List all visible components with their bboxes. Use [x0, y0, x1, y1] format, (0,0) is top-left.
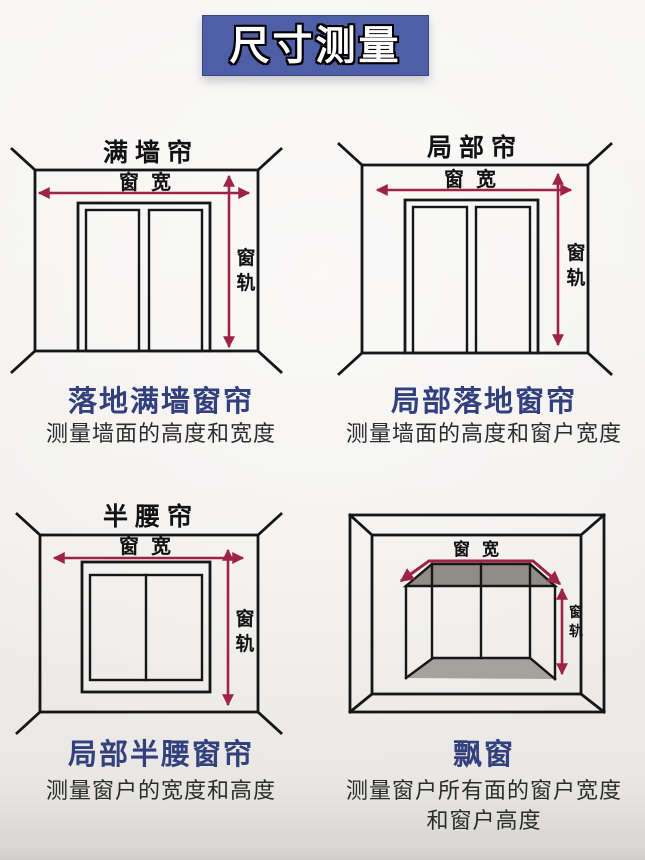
svg-text:窗: 窗 [569, 604, 583, 621]
bay-window [402, 562, 559, 681]
track-label: 窗 轨 [566, 241, 585, 289]
description-bay-window-line1: 测量窗户所有面的窗户宽度 [345, 778, 622, 803]
svg-text:窗: 窗 [235, 607, 254, 630]
description-bay-window-line2: 和窗户高度 [426, 808, 542, 833]
track-label: 窗 轨 [569, 604, 583, 640]
frame-outer [348, 513, 606, 714]
door-panel-left [411, 205, 469, 355]
width-arrow [399, 559, 562, 586]
svg-text:轨: 轨 [569, 623, 583, 640]
width-label: 窗宽 [444, 167, 508, 191]
title-banner: 尺寸测量 [202, 15, 429, 76]
heading-half-waist: 局部半腰窗帘 [67, 739, 254, 771]
page-title: 尺寸测量 [229, 23, 402, 68]
diagram-full-wall-curtain: 满墙帘 窗宽 窗 轨 [10, 138, 283, 374]
width-label: 窗宽 [119, 170, 183, 194]
svg-text:轨: 轨 [235, 632, 254, 655]
svg-text:窗: 窗 [236, 246, 255, 269]
description-partial: 测量墙面的高度和窗户宽度 [345, 421, 622, 446]
width-label: 窗宽 [453, 539, 511, 559]
track-label: 窗 轨 [236, 246, 255, 294]
heading-full-wall: 落地满墙窗帘 [67, 386, 254, 418]
width-label: 窗宽 [119, 534, 183, 558]
door-panel-left [84, 208, 141, 353]
diagram-title: 半腰帘 [103, 502, 199, 531]
frame-inner [370, 533, 583, 696]
door-panel-right [474, 205, 532, 355]
svg-text:窗: 窗 [566, 241, 585, 264]
heading-partial: 局部落地窗帘 [390, 386, 577, 418]
door-panel-right [147, 208, 204, 353]
diagram-partial-curtain: 局部帘 窗宽 窗 轨 [337, 133, 613, 376]
diagram-half-waist-curtain: 半腰帘 窗宽 窗 轨 [15, 502, 283, 735]
svg-text:轨: 轨 [566, 266, 585, 289]
diagram-title: 局部帘 [427, 133, 523, 162]
track-label: 窗 轨 [235, 607, 254, 655]
wall-outline [15, 512, 283, 735]
description-bay-window: 测量窗户所有面的窗户宽度 和窗户高度 [323, 776, 645, 836]
door [403, 198, 540, 355]
heading-bay-window: 飘窗 [452, 739, 515, 771]
diagram-title: 满墙帘 [103, 138, 199, 167]
wall-outline [10, 147, 283, 374]
description-half-waist: 测量窗户的宽度和高度 [45, 778, 276, 803]
door [76, 201, 212, 353]
floor-face [406, 658, 555, 679]
description-full-wall: 测量墙面的高度和宽度 [45, 421, 276, 446]
svg-text:轨: 轨 [236, 271, 255, 294]
window-frame [80, 560, 212, 694]
wall-frame [348, 513, 606, 714]
diagram-bay-window: 窗宽 窗 轨 [348, 513, 606, 714]
